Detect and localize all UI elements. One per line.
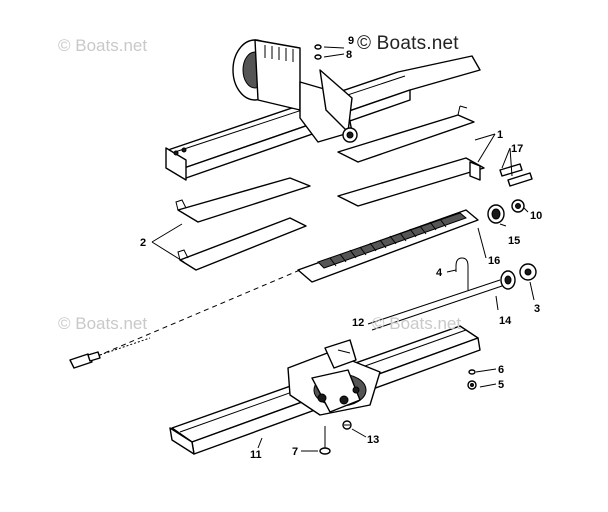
washer-3 bbox=[519, 263, 537, 281]
clamp-assembly bbox=[287, 339, 381, 416]
callout-2: 2 bbox=[140, 237, 146, 249]
callout-15: 15 bbox=[508, 235, 520, 247]
alignment-line bbox=[87, 269, 301, 361]
screw-7 bbox=[319, 426, 331, 455]
nut-10 bbox=[511, 199, 525, 213]
callout-10: 10 bbox=[530, 210, 542, 222]
drum-teeth bbox=[264, 45, 294, 62]
callout-5: 5 bbox=[498, 379, 504, 391]
callout-7: 7 bbox=[292, 446, 298, 458]
screw-13 bbox=[342, 420, 352, 430]
clips-17 bbox=[499, 163, 533, 187]
callout-4: 4 bbox=[436, 267, 443, 279]
spring-pin bbox=[69, 337, 151, 369]
callout-11: 11 bbox=[250, 449, 262, 461]
upper-rail-assembly bbox=[165, 39, 481, 181]
rod-14 bbox=[367, 270, 516, 331]
callout-16: 16 bbox=[488, 255, 500, 267]
callout-labels: 1 2 3 4 5 6 7 8 9 10 11 12 13 14 15 16 1… bbox=[140, 35, 542, 461]
watermark-faint-left: © Boats.net bbox=[58, 314, 148, 333]
bushing-15 bbox=[487, 204, 505, 224]
nut-6 bbox=[468, 369, 476, 375]
plate-set-1 bbox=[337, 105, 485, 207]
leader-lines bbox=[151, 46, 535, 452]
callout-17: 17 bbox=[511, 143, 523, 155]
callout-3: 3 bbox=[534, 303, 540, 315]
callout-12: 12 bbox=[352, 317, 364, 329]
callout-1: 1 bbox=[497, 129, 503, 141]
comb-carrier bbox=[297, 209, 479, 283]
watermark-main: © Boats.net bbox=[357, 33, 459, 54]
callout-6: 6 bbox=[498, 364, 504, 376]
callout-9: 9 bbox=[348, 35, 354, 47]
watermark-faint-top: © Boats.net bbox=[58, 36, 148, 55]
watermark-faint-right: © Boats.net bbox=[372, 314, 462, 333]
nut-5 bbox=[467, 380, 477, 390]
nuts-8-9 bbox=[314, 44, 322, 60]
callout-14: 14 bbox=[499, 315, 512, 327]
plate-set-2 bbox=[175, 177, 311, 271]
j-bolt-4 bbox=[455, 257, 469, 290]
callout-8: 8 bbox=[346, 49, 352, 61]
callout-13: 13 bbox=[367, 434, 379, 446]
